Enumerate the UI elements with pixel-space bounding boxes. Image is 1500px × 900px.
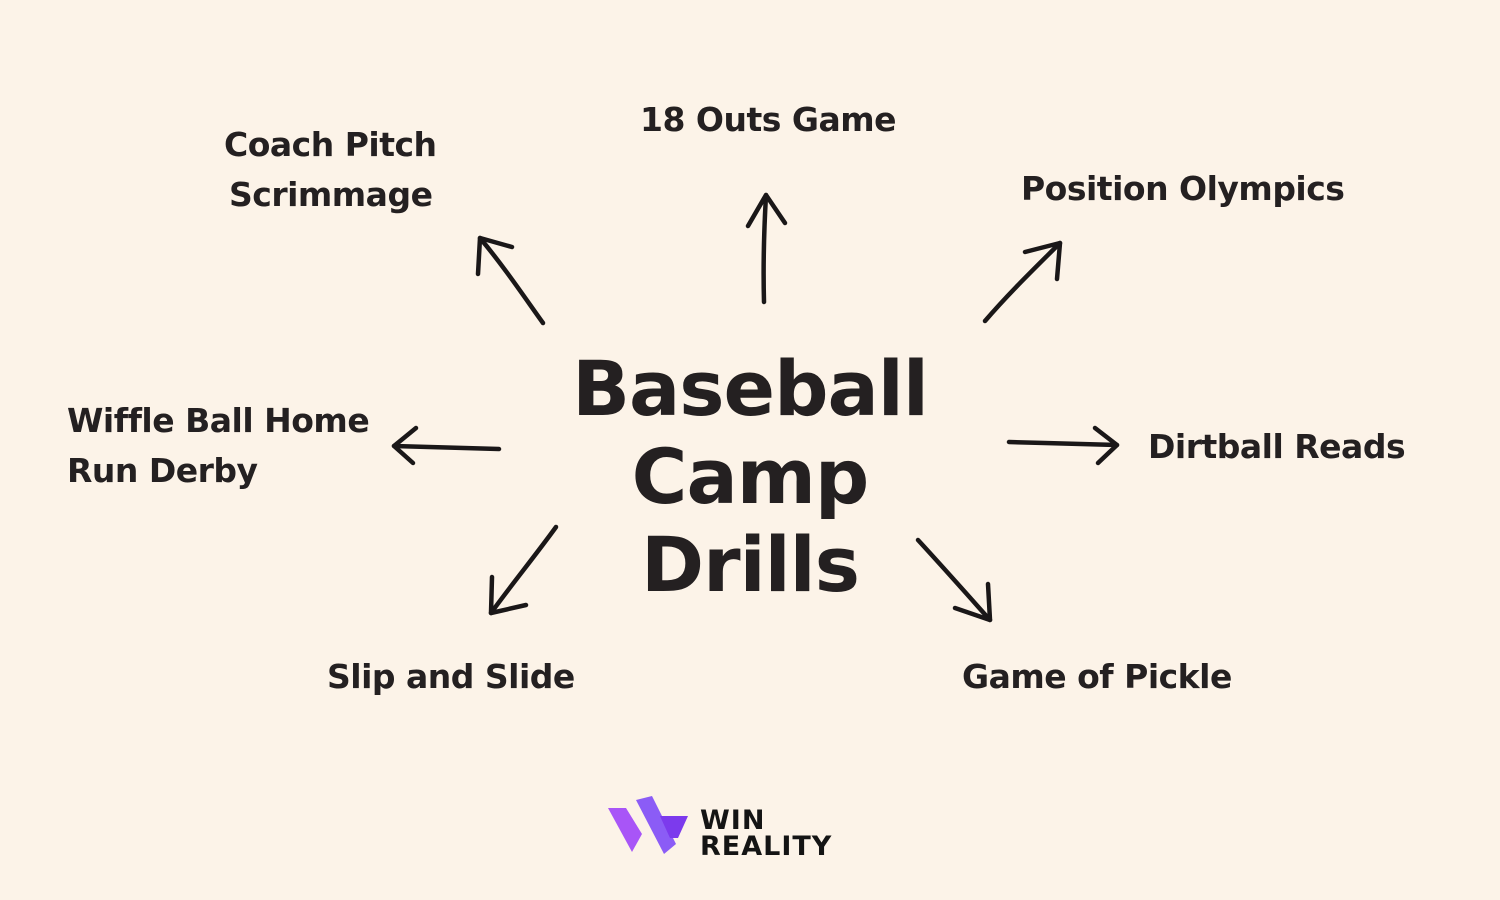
title-line-2: Camp bbox=[631, 432, 870, 521]
arrow-to-game-of-pickle bbox=[915, 537, 993, 623]
win-reality-logo: WIN REALITY bbox=[606, 794, 906, 864]
drill-line: Position Olympics bbox=[1021, 169, 1345, 208]
drill-position-olympics: Position Olympics bbox=[1021, 164, 1345, 214]
drill-line: Run Derby bbox=[67, 451, 258, 490]
arrow-to-dirtball-reads bbox=[1006, 425, 1120, 466]
drill-18-outs-game: 18 Outs Game bbox=[640, 95, 897, 145]
diagram-title: Baseball Camp Drills bbox=[500, 345, 1000, 609]
drill-dirtball-reads: Dirtball Reads bbox=[1148, 422, 1406, 472]
arrow-to-coach-pitch bbox=[475, 235, 546, 326]
drill-line: Wiffle Ball Home bbox=[67, 401, 370, 440]
title-line-1: Baseball bbox=[572, 344, 929, 433]
title-line-3: Drills bbox=[641, 520, 860, 609]
drill-game-of-pickle: Game of Pickle bbox=[962, 652, 1232, 702]
drill-coach-pitch-scrimmage: Coach Pitch Scrimmage bbox=[224, 120, 437, 220]
arrow-to-18-outs bbox=[745, 192, 788, 305]
arrow-to-slip-and-slide bbox=[488, 524, 559, 616]
logo-line-1: WIN bbox=[700, 805, 766, 836]
logo-wordmark: WIN REALITY bbox=[700, 805, 833, 862]
drill-line: Game of Pickle bbox=[962, 657, 1232, 696]
win-reality-mark-icon bbox=[608, 796, 688, 854]
logo-line-2: REALITY bbox=[700, 831, 833, 862]
drill-line: Coach Pitch bbox=[224, 125, 437, 164]
drill-slip-and-slide: Slip and Slide bbox=[327, 652, 575, 702]
arrow-to-wiffle-ball bbox=[391, 425, 502, 466]
drill-line: 18 Outs Game bbox=[640, 100, 897, 139]
drill-line: Slip and Slide bbox=[327, 657, 575, 696]
drill-wiffle-ball-home-run-derby: Wiffle Ball Home Run Derby bbox=[67, 396, 370, 496]
drill-line: Dirtball Reads bbox=[1148, 427, 1406, 466]
arrow-to-position-olympics bbox=[982, 240, 1063, 324]
drill-line: Scrimmage bbox=[229, 175, 433, 214]
